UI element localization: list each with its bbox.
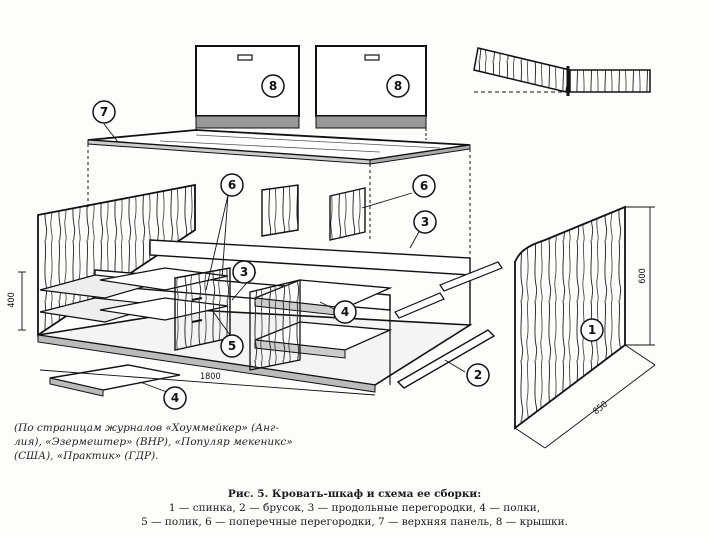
slat-pieces [394,261,503,319]
callout-4-bottom: 4 [163,386,187,410]
transverse-partition-right [329,187,366,241]
svg-text:7: 7 [100,105,108,119]
dim-length: 1800 [200,372,221,382]
caption-line-2: 5 — полик, 6 — поперечные перегородки, 7… [141,516,568,528]
headboard [514,205,626,430]
source-note: (По страницам журналов «Хоуммейкер» (Анг… [14,421,314,463]
dimension-lines [18,206,656,449]
callout-5: 5 [220,334,244,358]
callout-3-middle: 3 [232,260,256,284]
callout-1: 1 [580,318,604,342]
source-note-line-3: (США), «Практик» (ГДР). [14,450,159,462]
callout-7: 7 [92,100,116,124]
leader-lines [103,123,466,396]
top-panel [87,129,471,165]
dim-back-width: 850 [592,400,610,417]
callout-8-right: 8 [386,74,410,98]
callout-2: 2 [466,363,490,387]
svg-text:8: 8 [269,79,277,93]
dim-back-height: 600 [638,268,648,283]
caption-line-1: 1 — спинка, 2 — брусок, 3 — продольные п… [168,502,541,514]
svg-text:3: 3 [421,215,429,229]
caption-title: Рис. 5. Кровать-шкаф и схема ее сборки: [227,488,482,500]
callout-3-right: 3 [413,210,437,234]
svg-text:2: 2 [474,368,482,382]
svg-text:6: 6 [228,178,236,192]
bar [396,329,496,389]
svg-text:4: 4 [341,305,349,319]
svg-text:4: 4 [171,391,179,405]
svg-text:6: 6 [420,179,428,193]
figure-caption: Рис. 5. Кровать-шкаф и схема ее сборки: … [0,487,709,529]
transverse-partition-left [261,184,299,237]
callout-6-left: 6 [220,173,244,197]
callout-6-right: 6 [412,174,436,198]
svg-text:8: 8 [394,79,402,93]
svg-text:1: 1 [588,323,596,337]
callout-4-right: 4 [333,300,357,324]
source-note-line-2: лия), «Эзермештер» (ВНР), «Популяр мекен… [14,436,293,448]
floor-board [49,364,181,397]
source-note-line-1: (По страницам журналов «Хоуммейкер» (Анг… [14,422,279,434]
bed-box [37,183,473,393]
hinge-detail [473,47,651,96]
callout-8-left: 8 [261,74,285,98]
svg-text:3: 3 [240,265,248,279]
svg-text:5: 5 [228,339,236,353]
assembly-drawing: 400 1800 600 850 7 8 8 [7,45,656,449]
dim-height-left: 400 [7,292,17,307]
